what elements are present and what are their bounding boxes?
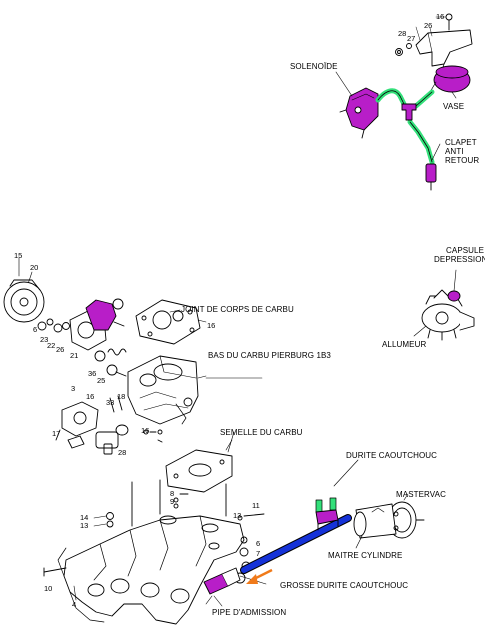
part-number: 3 (71, 384, 76, 393)
label-joint: JOINT DE CORPS DE CARBU (181, 305, 294, 314)
part-number: 21 (70, 351, 79, 360)
part-number: 33 (106, 398, 115, 407)
part-number: 18 (117, 392, 126, 401)
part-number: 25 (97, 376, 106, 385)
part-number: 36 (88, 369, 97, 378)
label-grosse-durite: GROSSE DURITE CAOUTCHOUC (280, 581, 409, 590)
label-durite-caoutchouc: DURITE CAOUTCHOUC (346, 451, 438, 460)
brake-booster (353, 493, 425, 549)
part-number: 16 (86, 392, 95, 401)
label-leader-lines (205, 71, 457, 605)
part-number: 27 (407, 34, 416, 43)
part-number: 28 (118, 448, 127, 457)
distributor-assembly (413, 269, 475, 341)
part-number: 14 (80, 513, 89, 522)
carburettor-body-gasket (135, 299, 207, 345)
part-number: 16 (141, 426, 150, 435)
part-number: 6 (256, 539, 261, 548)
part-number: 16 (436, 12, 445, 21)
part-number: 15 (14, 251, 23, 260)
label-maitre-cylindre: MAITRE CYLINDRE (328, 551, 403, 560)
small-rubber-hoses (315, 459, 359, 531)
part-number: 13 (233, 511, 242, 520)
label-bas-carbu: BAS DU CARBU PIERBURG 1B3 (208, 351, 331, 360)
label-vase: VASE (443, 102, 465, 111)
part-number: 26 (56, 345, 65, 354)
part-number: 8 (170, 489, 175, 498)
part-number: 7 (256, 549, 261, 558)
label-clapet-3: RETOUR (445, 156, 480, 165)
part-number: 17 (52, 429, 61, 438)
label-clapet-2: ANTI (445, 147, 464, 156)
accelerator-pump-parts (55, 401, 163, 455)
carburettor-choke-parts (3, 257, 127, 362)
part-number: 26 (424, 21, 433, 30)
carburettor-lower-body (106, 355, 207, 425)
intake-pipe-fitting (203, 567, 241, 607)
intake-manifold (43, 512, 265, 625)
label-capsule-2: DEPRESSION (434, 255, 485, 264)
part-number: 20 (30, 263, 39, 272)
label-allumeur: ALLUMEUR (382, 340, 427, 349)
label-pipe-admission: PIPE D'ADMISSION (212, 608, 287, 617)
label-clapet-1: CLAPET (445, 138, 477, 147)
big-vacuum-hose (240, 514, 352, 574)
part-number: 23 (40, 335, 49, 344)
part-number: 4 (72, 600, 77, 609)
part-number: 11 (252, 501, 260, 510)
part-number: 13 (80, 521, 89, 530)
part-number: 22 (47, 341, 56, 350)
label-mastervac: MASTERVAC (396, 490, 446, 499)
vase-canister (429, 65, 471, 93)
label-solenoide: SOLENOÏDE (290, 62, 338, 71)
part-number: 6 (33, 325, 38, 334)
part-number: 28 (398, 29, 407, 38)
check-valve (425, 163, 437, 191)
t-connector (401, 103, 417, 121)
vacuum-hoses-top (375, 88, 435, 165)
part-number: 16 (207, 321, 216, 330)
solenoid-valve (339, 87, 379, 139)
label-semelle: SEMELLE DU CARBU (220, 428, 303, 437)
part-number: 10 (44, 584, 53, 593)
label-capsule-1: CAPSULE (446, 246, 485, 255)
part-number: 9 (170, 497, 175, 506)
